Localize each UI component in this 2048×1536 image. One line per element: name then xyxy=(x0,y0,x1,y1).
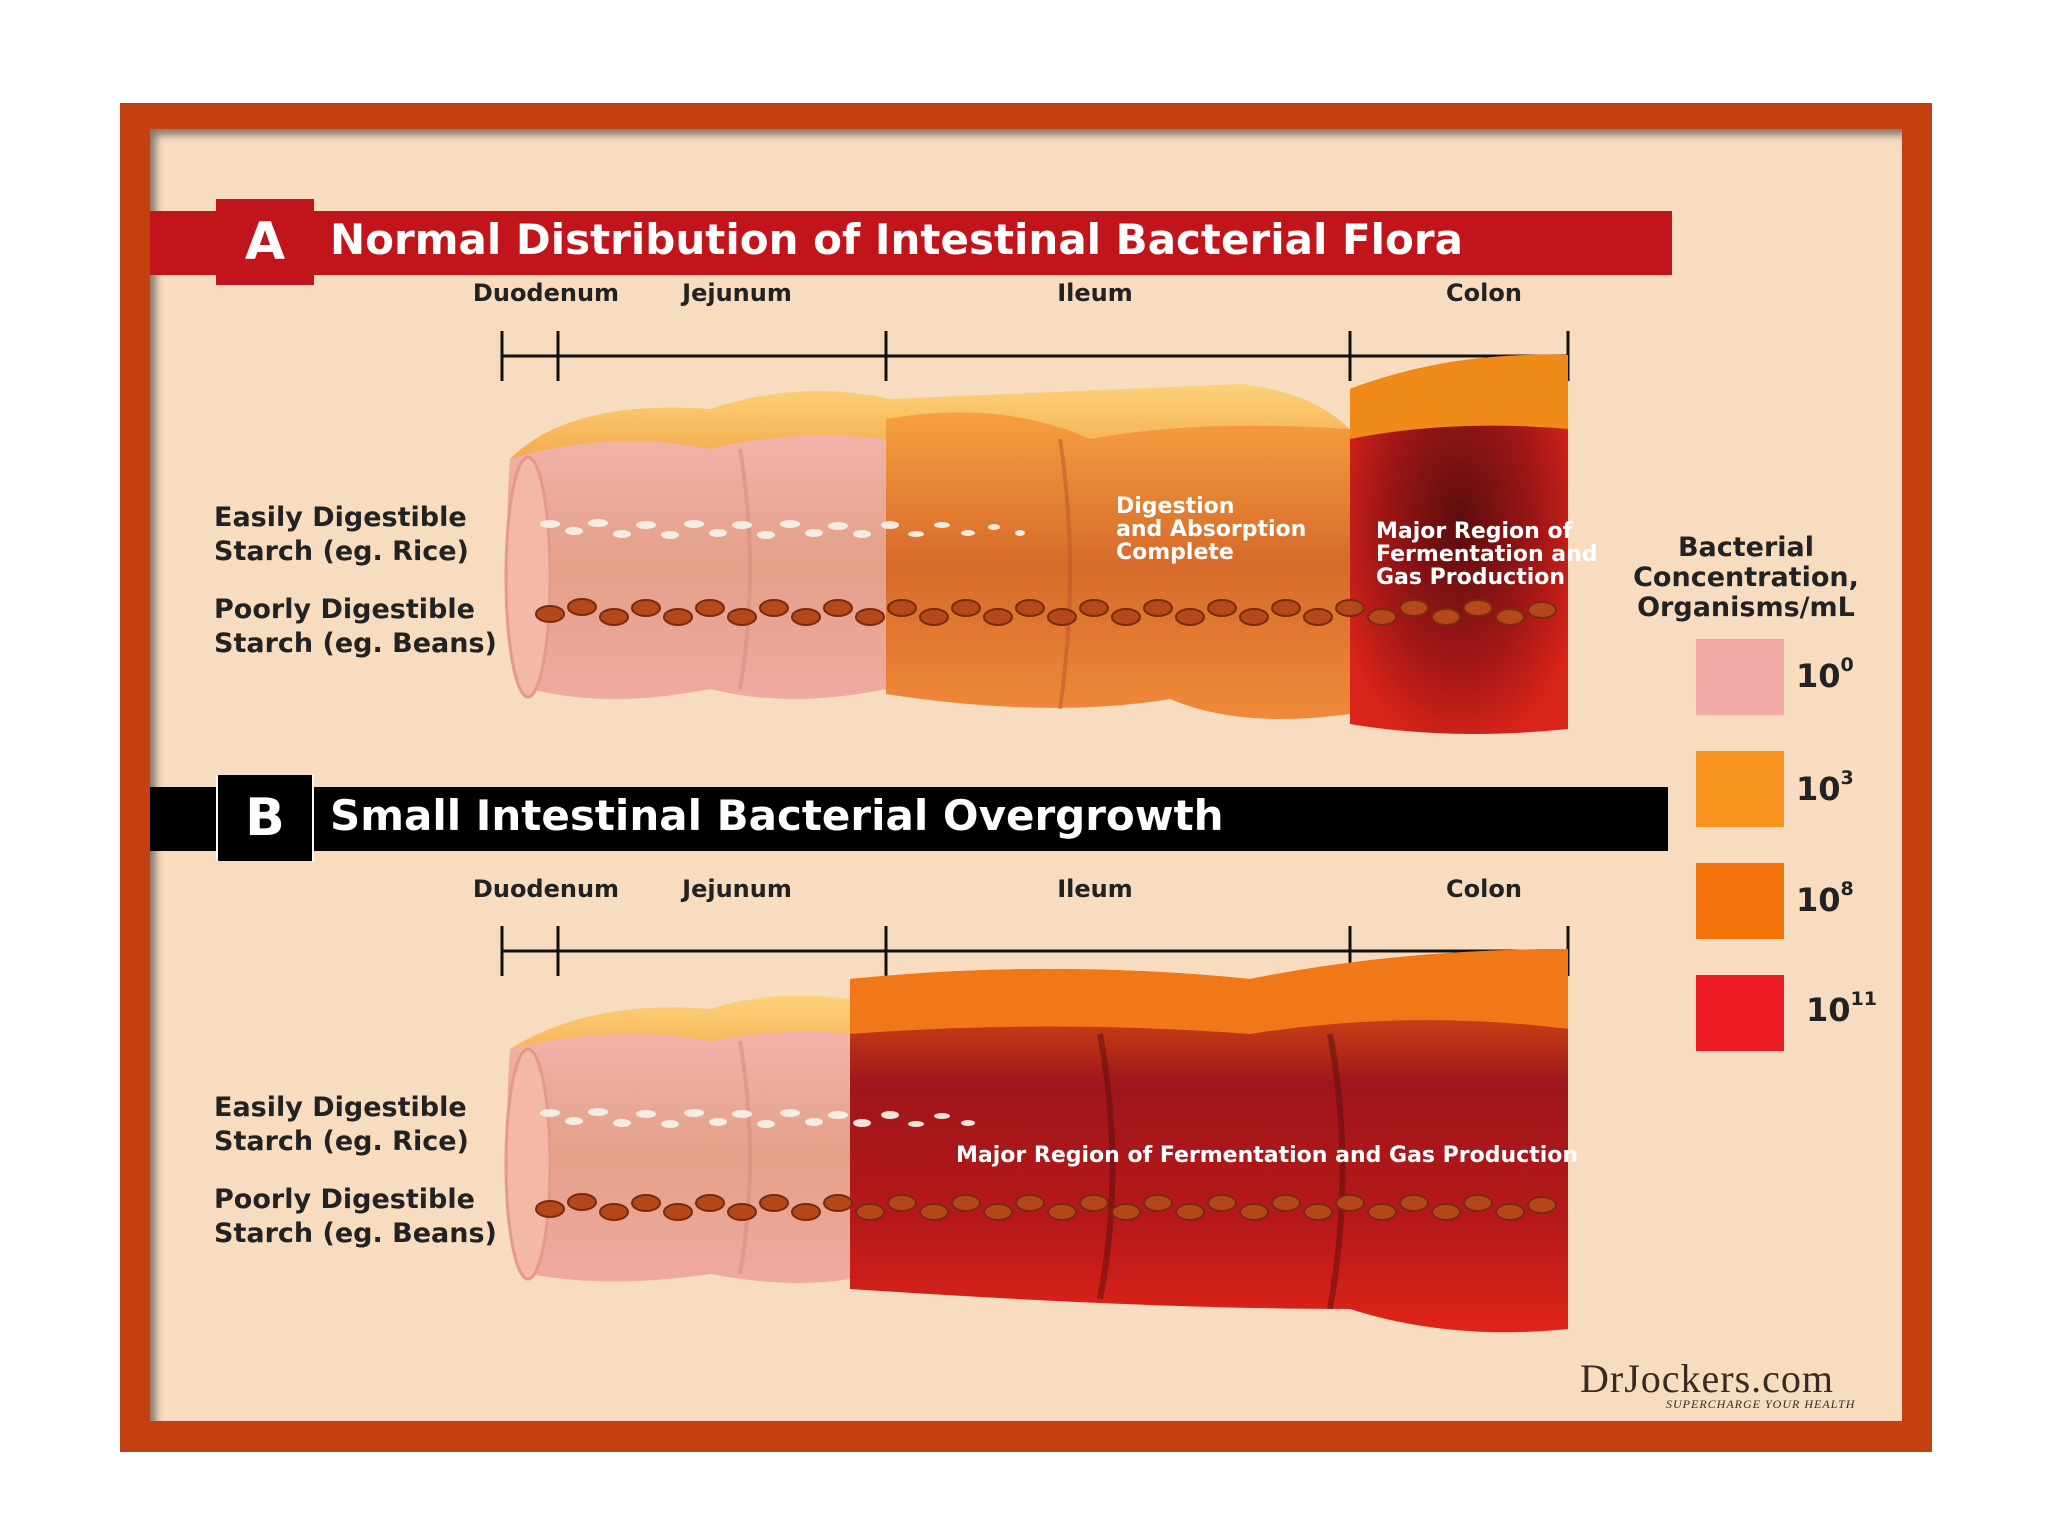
label-easy-starch-b-line1: Easily Digestible xyxy=(214,1092,467,1123)
legend-value-1e3-exp: 3 xyxy=(1840,767,1854,790)
banner-b: B Small Intestinal Bacterial Overgrowth xyxy=(150,775,1668,861)
legend-value-1e0: 100 xyxy=(1796,654,1854,695)
legend-swatch-1e11 xyxy=(1696,975,1784,1051)
segment-label-colon-b: Colon xyxy=(1446,875,1522,903)
label-poor-starch-b-line1: Poorly Digestible xyxy=(214,1184,475,1215)
label-easy-starch-b: Easily Digestible Starch (eg. Rice) xyxy=(214,1091,469,1159)
banner-b-title: Small Intestinal Bacterial Overgrowth xyxy=(330,791,1224,840)
legend-title-line2: Concentration, xyxy=(1633,562,1859,593)
annotation-fermentation-a-line3: Gas Production xyxy=(1376,565,1566,590)
banner-a-bar xyxy=(150,211,1672,275)
intestine-a xyxy=(504,354,1568,734)
legend-value-1e8-exp: 8 xyxy=(1840,878,1854,901)
annotation-fermentation-a-line2: Fermentation and xyxy=(1376,542,1598,567)
legend-value-1e11-exp: 11 xyxy=(1850,988,1877,1011)
logo-tagline: SUPERCHARGE YOUR HEALTH xyxy=(1666,1397,1856,1411)
annotation-digestion-line2: and Absorption xyxy=(1116,517,1307,542)
segment-label-colon-a: Colon xyxy=(1446,279,1522,307)
legend-value-1e8: 108 xyxy=(1796,878,1854,919)
segment-label-jejunum-b: Jejunum xyxy=(682,875,792,903)
label-poor-starch-b-line2: Starch (eg. Beans) xyxy=(214,1218,497,1249)
legend-value-1e3-base: 10 xyxy=(1796,770,1841,808)
legend-value-1e11: 1011 xyxy=(1806,988,1877,1029)
legend-value-1e0-exp: 0 xyxy=(1840,654,1854,677)
banner-b-letter: B xyxy=(216,775,314,861)
banner-a-title: Normal Distribution of Intestinal Bacter… xyxy=(330,215,1463,264)
label-poor-starch-a-line2: Starch (eg. Beans) xyxy=(214,628,497,659)
diagram-panel: A Normal Distribution of Intestinal Bact… xyxy=(150,129,1902,1421)
banner-b-bar xyxy=(150,787,1668,851)
legend-swatch-1e0 xyxy=(1696,639,1784,715)
logo-text: DrJockers.com xyxy=(1580,1356,1835,1401)
segment-label-ileum-a: Ileum xyxy=(1057,279,1133,307)
legend-swatch-1e8 xyxy=(1696,863,1784,939)
annotation-digestion-line3: Complete xyxy=(1116,540,1234,565)
label-easy-starch-b-line2: Starch (eg. Rice) xyxy=(214,1126,469,1157)
banner-a: A Normal Distribution of Intestinal Bact… xyxy=(150,199,1672,285)
label-poor-starch-a-line1: Poorly Digestible xyxy=(214,594,475,625)
legend-value-1e0-base: 10 xyxy=(1796,657,1841,695)
legend-value-1e8-base: 10 xyxy=(1796,881,1841,919)
label-poor-starch-b: Poorly Digestible Starch (eg. Beans) xyxy=(214,1183,497,1251)
annotation-fermentation-a: Major Region of Fermentation and Gas Pro… xyxy=(1376,520,1598,589)
label-easy-starch-a-line1: Easily Digestible xyxy=(214,502,467,533)
outer-frame: A Normal Distribution of Intestinal Bact… xyxy=(120,103,1932,1452)
banner-a-letter: A xyxy=(216,199,314,285)
segment-label-duodenum-b: Duodenum xyxy=(472,875,620,903)
legend-swatch-1e3 xyxy=(1696,751,1784,827)
label-easy-starch-a-line2: Starch (eg. Rice) xyxy=(214,536,469,567)
label-poor-starch-a: Poorly Digestible Starch (eg. Beans) xyxy=(214,593,497,661)
legend-value-1e11-base: 10 xyxy=(1806,991,1851,1029)
drjockers-logo: DrJockers.com SUPERCHARGE YOUR HEALTH xyxy=(1580,1355,1854,1411)
legend-title-line3: Organisms/mL xyxy=(1637,592,1855,623)
intestine-graphics xyxy=(500,331,1570,1333)
annotation-digestion-line1: Digestion xyxy=(1116,494,1235,519)
segment-label-duodenum-a: Duodenum xyxy=(472,279,620,307)
legend-value-1e3: 103 xyxy=(1796,767,1854,808)
segment-label-ileum-b: Ileum xyxy=(1057,875,1133,903)
annotation-fermentation-b: Major Region of Fermentation and Gas Pro… xyxy=(956,1143,1579,1168)
legend-title-line1: Bacterial xyxy=(1677,532,1815,563)
annotation-fermentation-a-line1: Major Region of xyxy=(1376,519,1573,544)
annotation-digestion-complete: Digestion and Absorption Complete xyxy=(1116,495,1306,564)
label-easy-starch-a: Easily Digestible Starch (eg. Rice) xyxy=(214,501,469,569)
legend-title: Bacterial Concentration, Organisms/mL xyxy=(1626,533,1866,623)
intestine-b xyxy=(504,949,1568,1333)
segment-label-jejunum-a: Jejunum xyxy=(682,279,792,307)
